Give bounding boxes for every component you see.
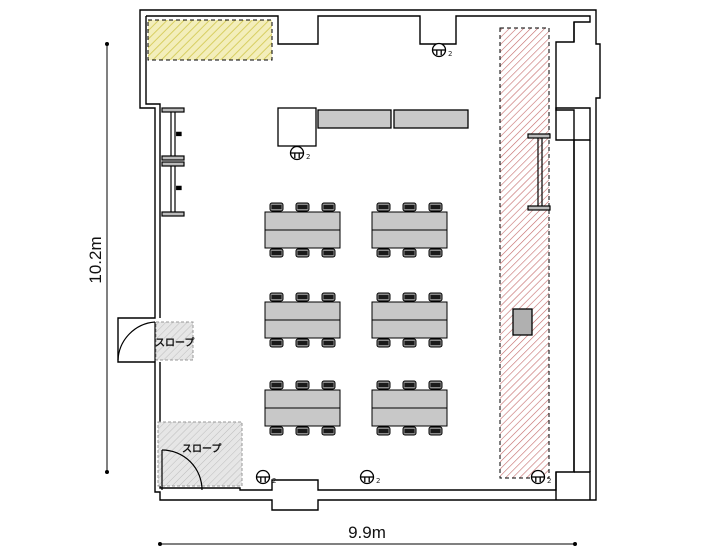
table-group-6 [372, 381, 447, 435]
svg-text:2: 2 [547, 477, 551, 485]
width-label: 9.9m [348, 523, 386, 542]
height-label: 10.2m [86, 236, 105, 283]
table-group-5 [265, 381, 340, 435]
front-counter-left [317, 109, 392, 129]
slope-area-1: スロープ [155, 321, 195, 361]
slope-label-2: スロープ [182, 442, 222, 455]
power-outlet-icon: 2 [289, 145, 310, 161]
svg-text:≡: ≡ [176, 130, 182, 138]
slope-label-1: スロープ [155, 336, 195, 349]
table-group-2 [372, 203, 447, 257]
door-swing-icon [161, 449, 203, 491]
power-outlet-icon: 2 [359, 469, 380, 485]
table-group-3 [265, 293, 340, 347]
podium-box [512, 308, 533, 336]
wall-fixture: ≡ ≡ [161, 107, 185, 217]
svg-text:2: 2 [376, 477, 380, 485]
yellow-hatched-area [147, 19, 273, 61]
slope-area-2: スロープ [157, 421, 243, 487]
stand-fixture [527, 133, 551, 211]
front-counter-right [393, 109, 469, 129]
front-desk-box [277, 107, 317, 147]
door-swing-icon [117, 321, 156, 362]
power-outlet-icon: 2 [431, 42, 452, 58]
svg-text:2: 2 [272, 477, 276, 485]
table-group-4 [372, 293, 447, 347]
power-outlet-icon: 2 [255, 469, 276, 485]
svg-text:≡: ≡ [176, 184, 182, 192]
width-dimension: 9.9m [158, 523, 577, 546]
walls [117, 9, 601, 511]
height-dimension: 10.2m [86, 42, 109, 474]
svg-text:2: 2 [306, 153, 310, 161]
svg-text:2: 2 [448, 50, 452, 58]
power-outlet-icon: 2 [530, 469, 551, 485]
table-group-1 [265, 203, 340, 257]
red-hatched-area [499, 27, 550, 479]
